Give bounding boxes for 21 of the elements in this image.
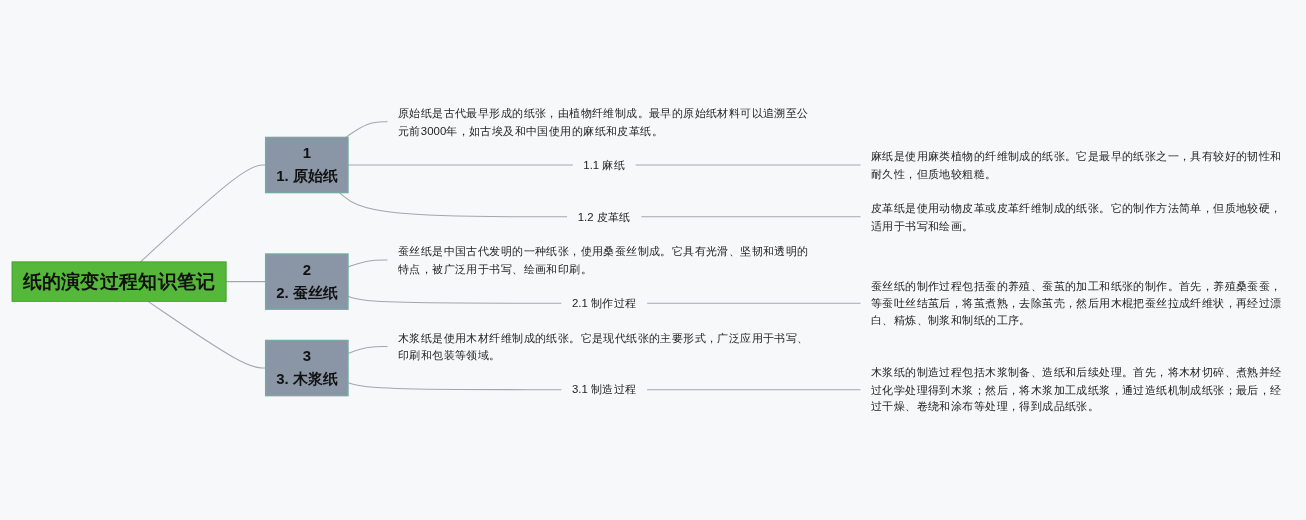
node-text: 2.1 制作过程 — [571, 296, 637, 310]
node-text: 麻纸是使用麻类植物的纤维制成的纸张。它是最早的纸张之一，具有较好的韧性和耐久性，但质地较粗糙。 — [871, 149, 1282, 180]
node-text: 原始纸是古代最早形成的纸张，由植物纤维制成。最早的原始纸材料可以追溯至公元前3000年，如古埃及和中国使用的麻纸和皮革纸。 — [398, 106, 809, 137]
node-text: 3.1 制造过程 — [571, 382, 637, 397]
connector — [640, 216, 861, 218]
node-box: 2 2. 蚕丝纸 — [264, 253, 349, 310]
node-box: 1 1. 原始纸 — [264, 136, 349, 194]
node-box: 纸的演变过程知识笔记 — [11, 261, 227, 302]
node-text: 蚕丝纸的制作过程包括蚕的养殖、蚕茧的加工和纸张的制作。首先，养殖桑蚕蚕，等蚕吐丝结茧后，将茧煮熟，去除茧壳，然后用木棍把蚕丝拉成纤维状，再经过漂白、精炼、制浆和制纸的工序。 — [871, 279, 1282, 327]
node-text: 1.2 皮革纸 — [577, 209, 631, 224]
connector — [646, 302, 861, 304]
connector — [635, 164, 861, 166]
node-text: 1.1 麻纸 — [583, 158, 626, 172]
node-text: 木浆纸是使用木材纤维制成的纸张。它是现代纸张的主要形式，广泛应用于书写、印刷和包装等领域。 — [398, 331, 809, 362]
node-text: 蚕丝纸是中国古代发明的一种纸张，使用桑蚕丝制成。它具有光滑、坚韧和透明的特点，被广泛用于书写、绘画和印刷。 — [398, 244, 809, 275]
node-box: 3 3. 木浆纸 — [264, 339, 349, 397]
node-text: 木浆纸的制造过程包括木浆制备、造纸和后续处理。首先，将木材切碎、煮熟并经过化学处理得到木浆；然后，将木浆加工成纸浆，通过造纸机制成纸张；最后，经过干燥、卷绕和涂布等处理，得到成品纸张。 — [871, 365, 1282, 414]
node-text: 皮革纸是使用动物皮革或皮革纤维制成的纸张。它的制作方法简单，但质地较硬，适用于书写和绘画。 — [871, 201, 1282, 232]
connector — [345, 121, 389, 138]
connector — [646, 389, 861, 391]
connector — [338, 192, 568, 218]
